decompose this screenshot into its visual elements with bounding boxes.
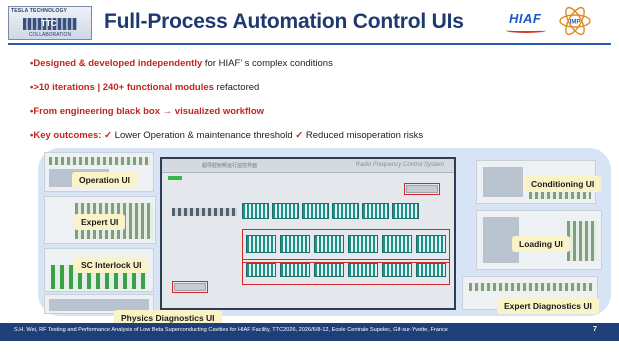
highlight-box bbox=[242, 229, 450, 263]
slide-title: Full-Process Automation Control UIs bbox=[104, 10, 464, 33]
physics-diagnostics-thumbnail bbox=[44, 294, 154, 314]
title-divider bbox=[8, 43, 611, 45]
main-ui-header-left: 超导腔射频运行监控界面 bbox=[202, 163, 258, 169]
logo-line2: TTC bbox=[41, 19, 57, 28]
status-indicator bbox=[168, 176, 182, 180]
bullet-4: •Key outcomes: ✓ Lower Operation & maint… bbox=[30, 130, 424, 141]
hiaf-swoosh-icon bbox=[506, 28, 546, 33]
bullet-1: •Designed & developed independently for … bbox=[30, 58, 333, 69]
bullet-2: •>10 iterations | 240+ functional module… bbox=[30, 82, 260, 93]
logo-line3: COLLABORATION bbox=[28, 32, 72, 38]
check-icon: ✓ bbox=[101, 130, 113, 141]
main-ui-header: 超导腔射频运行监控界面 Radio Frequency Control Syst… bbox=[162, 159, 454, 173]
highlight-box bbox=[404, 183, 440, 195]
highlight-box bbox=[242, 259, 450, 285]
beamline-diagram bbox=[172, 208, 237, 216]
label-sc-interlock-ui: SC Interlock UI bbox=[74, 257, 149, 273]
logo-line1: TESLA TECHNOLOGY bbox=[11, 8, 68, 14]
logo-graphic: TTC bbox=[23, 18, 77, 30]
imp-text: IMP bbox=[570, 20, 581, 26]
ttc-logo: TESLA TECHNOLOGY TTC COLLABORATION bbox=[8, 6, 92, 40]
check-icon: ✓ bbox=[292, 130, 304, 141]
label-operation-ui: Operation UI bbox=[72, 172, 138, 188]
footer-bar bbox=[0, 323, 619, 341]
label-conditioning-ui: Conditioning UI bbox=[524, 176, 602, 192]
hiaf-logo: HIAF bbox=[509, 11, 542, 26]
loading-ui-thumbnail bbox=[476, 210, 602, 270]
label-loading-ui: Loading UI bbox=[512, 236, 570, 252]
main-ui-header-right: Radio Frequency Control System bbox=[355, 162, 444, 168]
bullet-3: •From engineering black box → visualized… bbox=[30, 106, 265, 117]
label-expert-diagnostics-ui: Expert Diagnostics UI bbox=[497, 298, 599, 314]
main-control-ui-screenshot: 超导腔射频运行监控界面 Radio Frequency Control Syst… bbox=[160, 157, 456, 310]
page-number: 7 bbox=[593, 326, 597, 333]
control-button[interactable] bbox=[406, 185, 438, 193]
label-physics-diagnostics-ui: Physics Diagnostics UI bbox=[114, 310, 222, 326]
imp-logo: IMP bbox=[559, 6, 591, 36]
control-button[interactable] bbox=[174, 283, 206, 291]
label-expert-ui: Expert UI bbox=[74, 214, 126, 230]
footer-citation: S.H. Wei, RF Testing and Performance Ana… bbox=[14, 327, 448, 333]
highlight-box bbox=[172, 281, 208, 293]
